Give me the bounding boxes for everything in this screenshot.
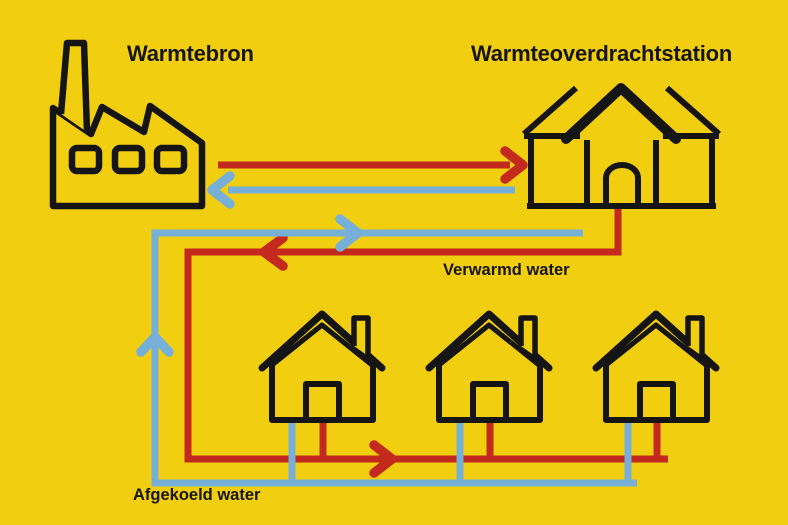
houses-row	[262, 314, 716, 420]
cold-water-pipes	[136, 171, 637, 487]
label-heat-source: Warmtebron	[127, 41, 254, 66]
cold-collector-pipe	[151, 229, 637, 487]
station-door	[603, 162, 641, 206]
house-icon	[262, 314, 382, 420]
factory-chimney	[57, 39, 91, 133]
station-roof-left	[522, 85, 578, 137]
label-transfer-station: Warmteoverdrachtstation	[471, 41, 733, 66]
factory-window	[153, 144, 188, 175]
factory-window	[68, 144, 103, 175]
house-icon	[596, 314, 716, 420]
station-roof-right	[665, 85, 721, 137]
chevron-left-arrow-icon	[259, 233, 288, 271]
factory-window	[111, 144, 146, 175]
chevron-up-arrow-icon	[136, 332, 174, 357]
chevron-right-arrow-icon	[335, 214, 363, 252]
station-icon	[522, 83, 721, 209]
chevron-left-arrow-icon	[207, 171, 235, 209]
hot-water-pipes	[184, 146, 668, 478]
label-cooled-water: Afgekoeld water	[133, 486, 261, 504]
hot-distribution-pipe	[184, 206, 668, 463]
chevron-right-arrow-icon	[369, 440, 397, 478]
label-heated-water: Verwarmd water	[443, 261, 570, 279]
chevron-right-arrow-icon	[500, 146, 528, 184]
factory-icon	[49, 39, 206, 210]
house-icon	[429, 314, 549, 420]
station-gable	[561, 83, 681, 144]
